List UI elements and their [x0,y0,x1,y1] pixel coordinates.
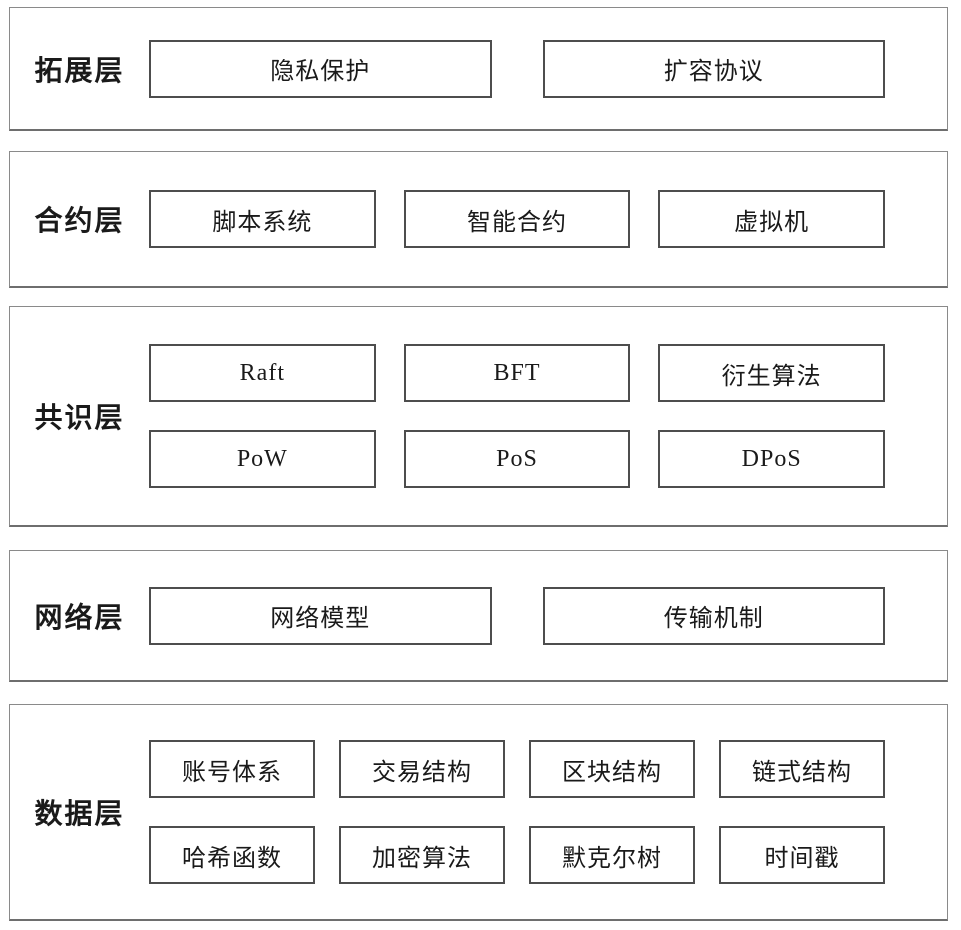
box-transmission-mechanism: 传输机制 [542,586,885,645]
box-pos: PoS [403,430,631,488]
box-row: 哈希函数 加密算法 默克尔树 时间戳 [149,826,885,884]
box-encryption-algorithm: 加密算法 [339,826,505,884]
box-account-system: 账号体系 [149,740,315,798]
layer-contract-content: 脚本系统 智能合约 虚拟机 [149,152,886,286]
box-merkle-tree: 默克尔树 [529,826,695,884]
layer-consensus-label: 共识层 [34,403,125,434]
box-scaling-protocol: 扩容协议 [542,39,885,98]
layer-data-content: 账号体系 交易结构 区块结构 链式结构 哈希函数 加密算法 默克尔树 时间戳 [149,705,885,919]
box-row: 脚本系统 智能合约 虚拟机 [149,190,886,248]
box-bft: BFT [403,344,631,402]
box-hash-function: 哈希函数 [149,826,315,884]
layer-data: 数据层 账号体系 交易结构 区块结构 链式结构 哈希函数 加密算法 默克尔树 时… [9,704,948,921]
layer-network-content: 网络模型 传输机制 [149,551,885,680]
box-row: 隐私保护 扩容协议 [149,39,885,98]
layer-extension: 拓展层 隐私保护 扩容协议 [9,7,948,131]
box-derived-algorithms: 衍生算法 [658,344,886,402]
box-timestamp: 时间戳 [719,826,885,884]
box-row: PoW PoS DPoS [149,430,886,488]
box-script-system: 脚本系统 [149,190,376,248]
layer-network: 网络层 网络模型 传输机制 [9,550,948,682]
layer-consensus: 共识层 Raft BFT 衍生算法 PoW PoS DPoS [9,306,948,527]
layer-data-label: 数据层 [34,799,125,830]
box-transaction-structure: 交易结构 [339,740,505,798]
box-row: Raft BFT 衍生算法 [149,344,886,402]
box-row: 网络模型 传输机制 [149,586,885,645]
box-raft: Raft [149,344,376,402]
layer-contract-label: 合约层 [34,206,125,237]
box-dpos: DPoS [658,430,886,488]
layer-extension-label: 拓展层 [34,55,125,87]
layer-extension-content: 隐私保护 扩容协议 [149,8,885,129]
box-virtual-machine: 虚拟机 [658,190,886,248]
box-privacy-protection: 隐私保护 [149,39,492,98]
box-pow: PoW [149,430,376,488]
layer-contract: 合约层 脚本系统 智能合约 虚拟机 [9,151,948,288]
box-chain-structure: 链式结构 [719,740,885,798]
box-block-structure: 区块结构 [529,740,695,798]
layer-network-label: 网络层 [34,602,125,634]
layer-consensus-content: Raft BFT 衍生算法 PoW PoS DPoS [149,307,886,525]
box-network-model: 网络模型 [149,586,492,645]
box-row: 账号体系 交易结构 区块结构 链式结构 [149,740,885,798]
box-smart-contract: 智能合约 [403,190,631,248]
